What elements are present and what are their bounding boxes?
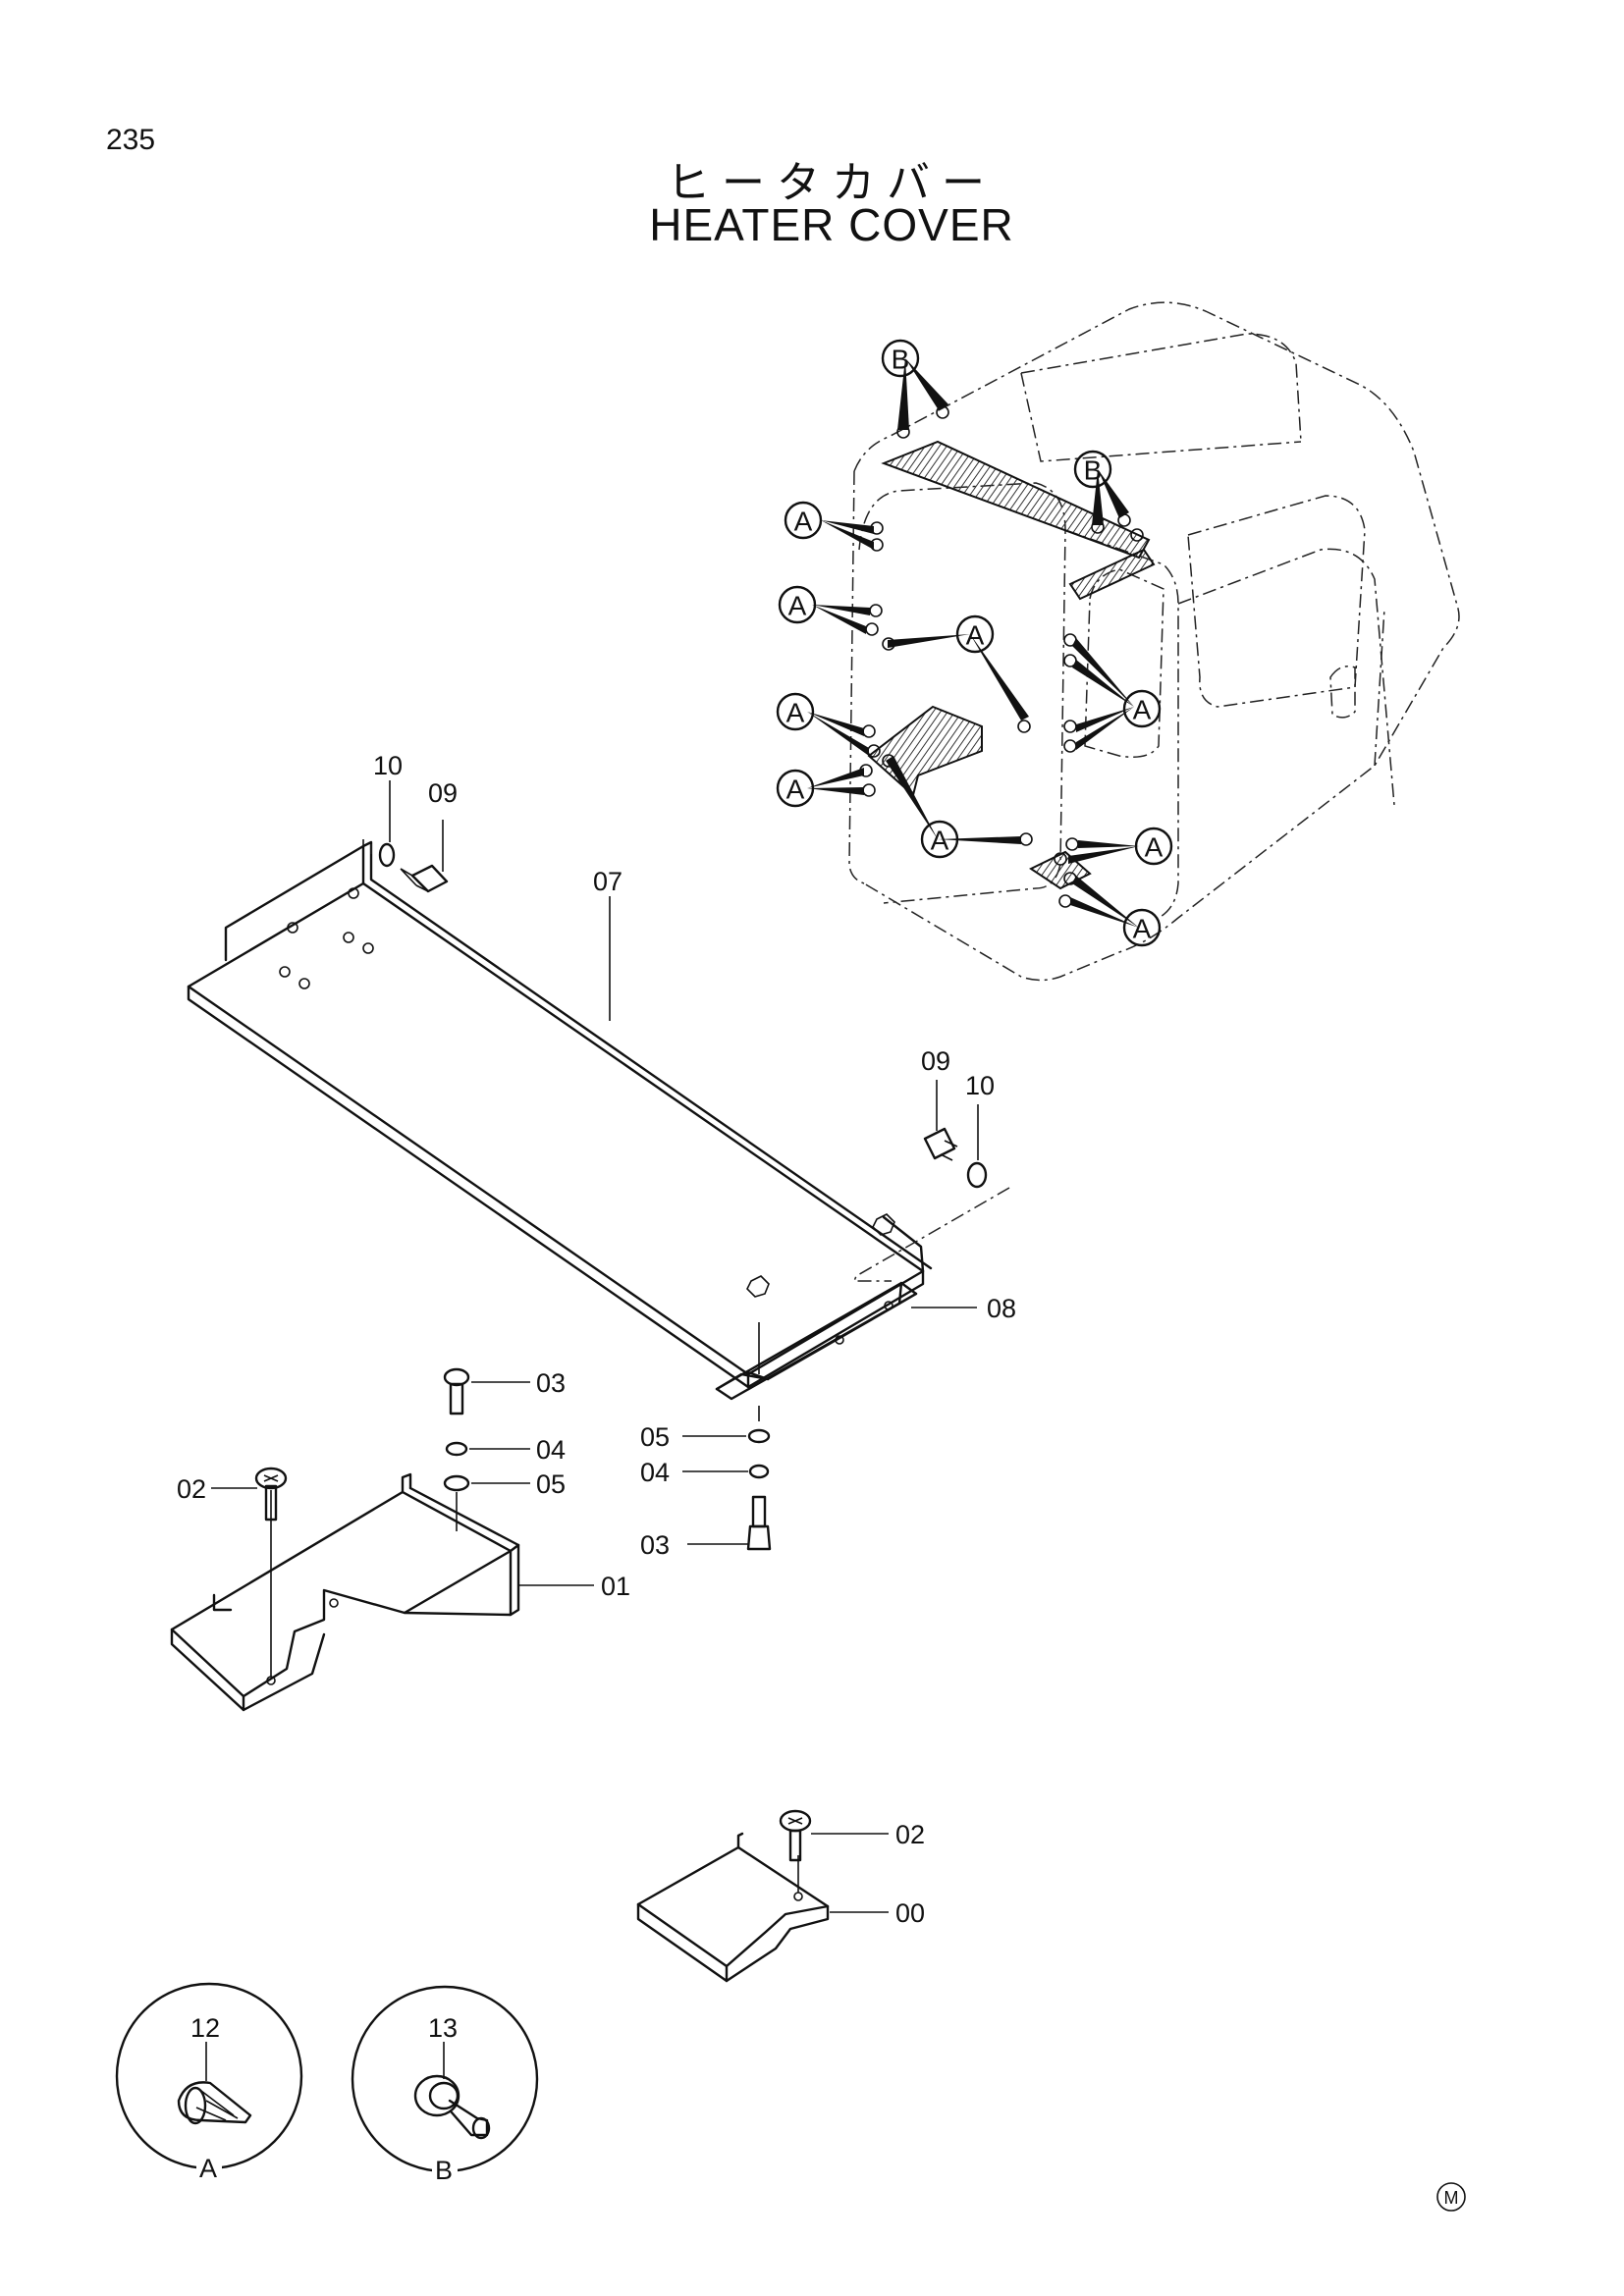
part-09-bolt-left xyxy=(400,820,449,893)
svg-text:A: A xyxy=(931,826,949,856)
assembly-line-right xyxy=(852,1187,1010,1282)
label-04-right: 04 xyxy=(640,1458,670,1487)
label-10-right: 10 xyxy=(965,1071,995,1100)
svg-text:A: A xyxy=(788,591,807,621)
svg-text:A: A xyxy=(794,507,813,537)
callout-a-9: A xyxy=(1122,908,1162,947)
label-01: 01 xyxy=(601,1572,630,1601)
svg-text:A: A xyxy=(1133,695,1152,725)
callout-b-1: B xyxy=(881,339,920,378)
part-07-cover-tray xyxy=(187,839,933,1389)
svg-text:B: B xyxy=(892,345,910,375)
part-02-bolt-small xyxy=(779,1809,889,1862)
detail-a-label: A xyxy=(196,2154,222,2183)
callout-a-8: A xyxy=(1134,827,1173,866)
cab-upper-cover xyxy=(867,440,1156,890)
revision-mark: M xyxy=(1436,2182,1466,2212)
label-13: 13 xyxy=(428,2013,458,2043)
label-07: 07 xyxy=(593,867,623,896)
label-05-right: 05 xyxy=(640,1422,670,1452)
svg-text:M: M xyxy=(1444,2188,1459,2208)
svg-text:A: A xyxy=(966,620,985,651)
title-english: HEATER COVER xyxy=(649,199,1014,250)
label-12: 12 xyxy=(190,2013,220,2043)
label-09-left: 09 xyxy=(428,778,458,808)
page-number: 235 xyxy=(106,124,156,156)
part-03-bolt-right xyxy=(687,1495,772,1551)
part-00-small-plate xyxy=(636,1832,830,1983)
label-08: 08 xyxy=(987,1294,1016,1323)
label-04-left: 04 xyxy=(536,1435,566,1465)
part-08-bracket xyxy=(715,1281,918,1421)
svg-text:B: B xyxy=(435,2156,453,2185)
callout-a-6: A xyxy=(776,769,815,808)
label-03-right: 03 xyxy=(640,1530,670,1560)
part-04-lockwasher-right xyxy=(682,1464,770,1479)
svg-text:A: A xyxy=(1133,914,1152,944)
detail-a-clip xyxy=(115,1982,303,2170)
label-02-small: 02 xyxy=(895,1820,925,1849)
callout-b-2: B xyxy=(1073,450,1112,489)
label-10-left: 10 xyxy=(373,751,403,780)
callout-a-2: A xyxy=(778,585,817,624)
callout-leaders xyxy=(807,358,1139,928)
callout-a-4: A xyxy=(1122,689,1162,728)
label-05-left: 05 xyxy=(536,1469,566,1499)
part-04-lockwasher-left xyxy=(445,1441,530,1457)
label-09-right: 09 xyxy=(921,1046,950,1076)
svg-text:A: A xyxy=(1145,832,1164,863)
part-01-lower-plate xyxy=(170,1472,520,1712)
label-03-left: 03 xyxy=(536,1368,566,1398)
part-02-bolt-left xyxy=(211,1467,288,1522)
callout-a-5: A xyxy=(776,692,815,731)
svg-text:A: A xyxy=(199,2154,217,2183)
label-02-left: 02 xyxy=(177,1474,206,1504)
part-05-washer-left xyxy=(443,1474,530,1492)
callout-a-7: A xyxy=(920,820,959,859)
label-00: 00 xyxy=(895,1898,925,1928)
part-10-washer-right xyxy=(966,1104,988,1189)
svg-text:B: B xyxy=(1084,455,1103,486)
part-10-washer-left xyxy=(378,780,396,868)
svg-text:A: A xyxy=(786,698,805,728)
detail-b-label: B xyxy=(432,2156,458,2185)
title-japanese: ヒータカバー xyxy=(667,158,997,208)
part-09-bolt-right xyxy=(923,1080,958,1161)
part-03-bolt-left xyxy=(443,1367,530,1415)
part-05-washer-right xyxy=(682,1428,771,1444)
callout-a-3: A xyxy=(955,614,995,654)
callout-a-1: A xyxy=(784,501,823,540)
svg-text:A: A xyxy=(786,774,805,805)
